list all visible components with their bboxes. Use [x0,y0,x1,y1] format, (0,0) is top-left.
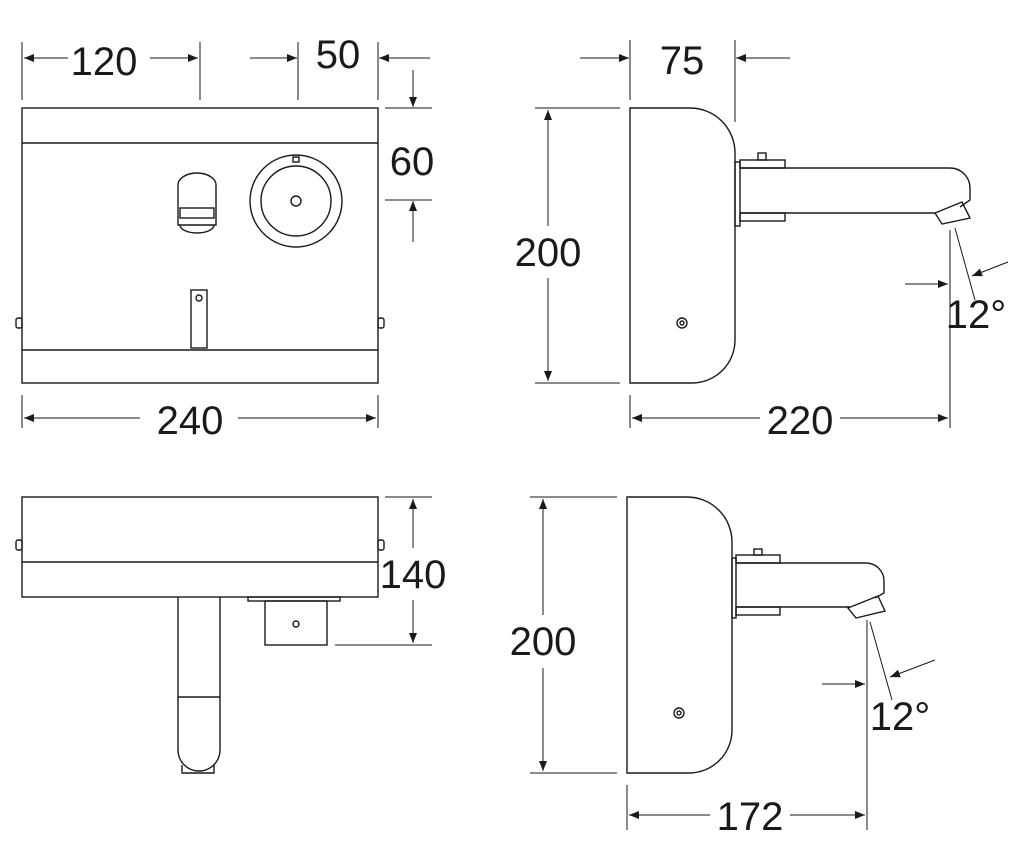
button-knob [177,172,217,234]
angle-12: 12° [946,293,1007,337]
side-view-short: 200 172 12° [510,496,936,839]
sensor-dial [249,154,343,248]
dimension-60: 60 [390,140,435,184]
dimension-50: 50 [316,33,361,77]
dimension-200-short: 200 [510,620,577,664]
dimension-120: 120 [71,40,138,84]
front-view: 120 50 60 240 [15,33,435,443]
dimension-172: 172 [717,795,784,839]
dimension-75: 75 [660,39,705,83]
dimension-240: 240 [157,399,224,443]
angle-12-short: 12° [870,695,931,739]
slot [190,289,208,349]
top-view: 140 [15,496,447,774]
dimension-200: 200 [515,231,582,275]
side-view: 75 200 220 12° [515,39,1009,443]
dimension-220: 220 [767,399,834,443]
dimension-140: 140 [380,553,447,597]
